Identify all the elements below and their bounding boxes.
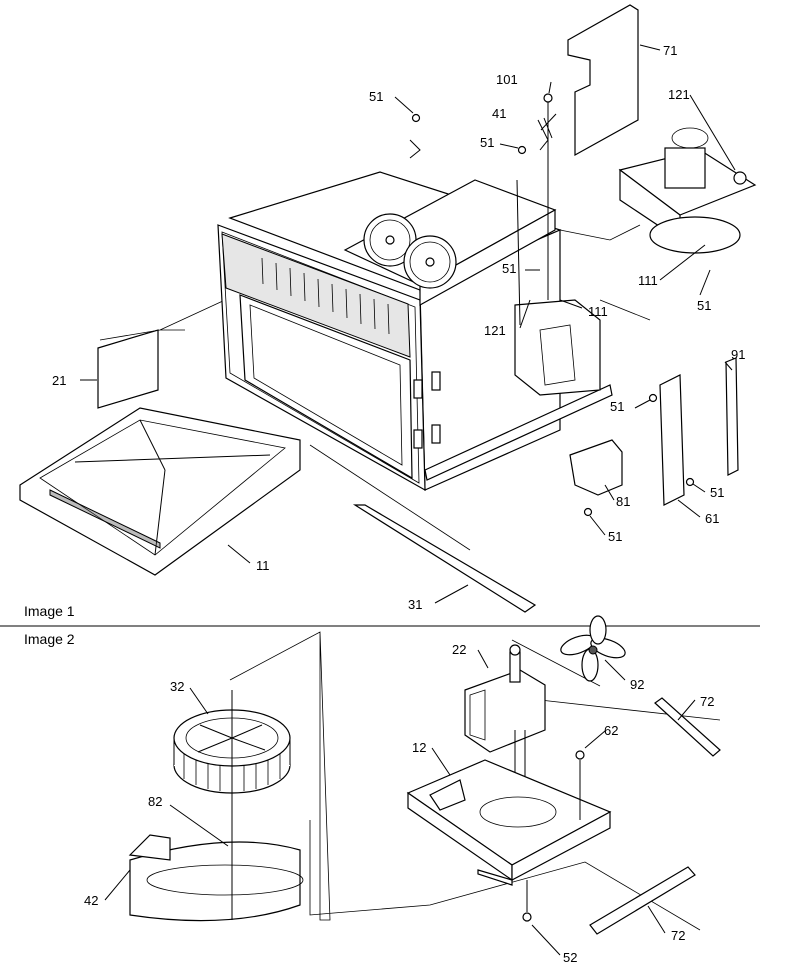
callout-51: 51 bbox=[480, 135, 494, 150]
part-81-bracket bbox=[569, 439, 623, 496]
part-72-strip-lower bbox=[589, 866, 696, 935]
callout-21: 21 bbox=[52, 373, 66, 388]
part-31-strip bbox=[352, 504, 537, 613]
callout-51: 51 bbox=[369, 89, 383, 104]
image1-assembly: 21 11 31 41 51 51 51 51 51 51 51 61 71 8… bbox=[19, 4, 757, 619]
callout-51: 51 bbox=[697, 298, 711, 313]
part-12-base-plate bbox=[406, 759, 612, 886]
callout-82: 82 bbox=[148, 794, 162, 809]
callout-51: 51 bbox=[610, 399, 624, 414]
callout-111: 111 bbox=[588, 304, 608, 319]
callout-51: 51 bbox=[502, 261, 516, 276]
callout-121: 121 bbox=[668, 87, 690, 102]
callout-52: 52 bbox=[563, 950, 577, 965]
image2-assembly: Image 2 bbox=[24, 615, 721, 965]
part-71-plate bbox=[567, 4, 639, 157]
callout-41: 41 bbox=[492, 106, 506, 121]
part-72-strip-upper bbox=[654, 697, 721, 757]
part-52-screw bbox=[522, 912, 532, 922]
part-21-panel bbox=[97, 329, 159, 409]
section-label-image1: Image 1 bbox=[24, 603, 75, 619]
callout-51: 51 bbox=[608, 529, 622, 544]
callout-121: 121 bbox=[484, 323, 506, 338]
part-22-motor bbox=[464, 644, 546, 820]
callout-32: 32 bbox=[170, 679, 184, 694]
callout-51: 51 bbox=[710, 485, 724, 500]
callout-92: 92 bbox=[630, 677, 644, 692]
part-101-screw bbox=[543, 93, 553, 260]
callout-62: 62 bbox=[604, 723, 618, 738]
callout-81: 81 bbox=[616, 494, 630, 509]
callout-12: 12 bbox=[412, 740, 426, 755]
screws bbox=[522, 750, 585, 922]
part-91-strip bbox=[725, 357, 739, 476]
part-111-fan-motor bbox=[618, 127, 757, 254]
callout-42: 42 bbox=[84, 893, 98, 908]
callout-61: 61 bbox=[705, 511, 719, 526]
part-62-screw bbox=[575, 750, 585, 760]
part-11-tray bbox=[19, 407, 301, 576]
callout-71: 71 bbox=[663, 43, 677, 58]
part-42-blower-housing bbox=[128, 690, 304, 922]
oven-cavity-assembly bbox=[217, 171, 613, 492]
callout-72: 72 bbox=[671, 928, 685, 943]
callout-22: 22 bbox=[452, 642, 466, 657]
callout-31: 31 bbox=[408, 597, 422, 612]
callout-111: 111 bbox=[638, 273, 658, 288]
screws-51 bbox=[409, 113, 695, 517]
callout-72: 72 bbox=[700, 694, 714, 709]
part-61-bracket bbox=[659, 374, 685, 506]
callout-101: 101 bbox=[496, 72, 518, 87]
stirrer-gears bbox=[363, 213, 457, 289]
callout-11: 11 bbox=[256, 558, 270, 573]
callout-91: 91 bbox=[731, 347, 745, 362]
part-41-bracket bbox=[537, 117, 553, 151]
part-92-fan-blade bbox=[560, 615, 626, 682]
section-label-image2: Image 2 bbox=[24, 631, 75, 647]
